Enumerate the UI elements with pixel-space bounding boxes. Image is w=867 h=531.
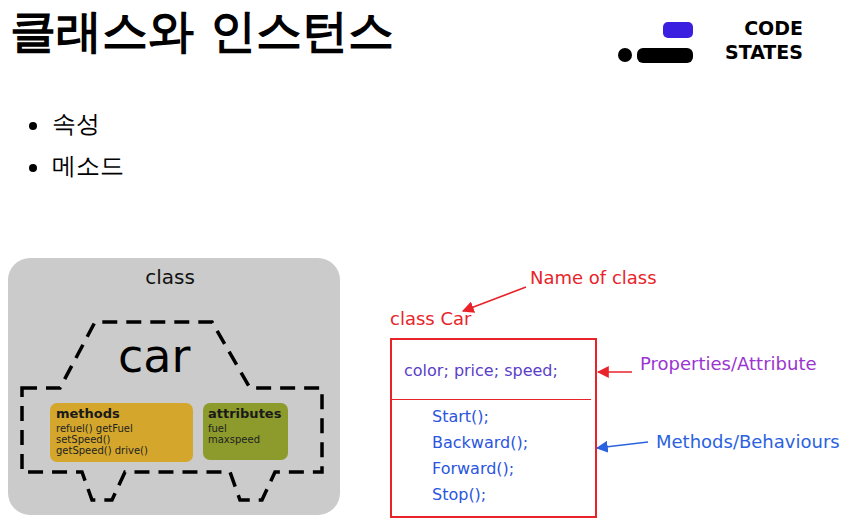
class-box: class Carcolor; price; speed;Start(); Ba… bbox=[390, 338, 597, 518]
logo-bar-purple bbox=[663, 22, 693, 38]
node-heading: car bbox=[118, 330, 190, 383]
callout-label: Properties/Attribute bbox=[640, 353, 817, 375]
logo-text: STATES bbox=[725, 41, 803, 64]
properties-band: color; price; speed; bbox=[392, 340, 591, 400]
node-heading: color; price; speed; bbox=[404, 362, 558, 380]
car-outline: car methodsrefuel() getFuel setSpeed() ge… bbox=[22, 318, 324, 504]
class-name-heading: class Car bbox=[390, 309, 471, 330]
methods-box: methodsrefuel() getFuel setSpeed() getSp… bbox=[50, 403, 193, 462]
class-panel: class car methodsrefuel() getFuel setSpeed… bbox=[8, 258, 340, 515]
page-title: 클래스와 인스턴스 bbox=[10, 2, 394, 60]
node-heading: attributes bbox=[208, 407, 281, 422]
node-heading: methods bbox=[56, 407, 120, 422]
car-outline-path bbox=[22, 322, 322, 500]
leader-arrow bbox=[597, 442, 648, 448]
leader-arrow bbox=[598, 371, 632, 373]
bullet-dot bbox=[29, 122, 37, 130]
attributes-box: attributesfuel maxspeed bbox=[203, 403, 288, 460]
logo-text: CODE bbox=[744, 17, 803, 40]
node-body: refuel() getFuel setSpeed() getSpeed() d… bbox=[56, 423, 168, 456]
node-body: fuel maxspeed bbox=[208, 423, 253, 445]
methods-band: Start(); Backward(); Forward(); Stop(); bbox=[392, 400, 591, 512]
bullet-text: 메소드 bbox=[52, 152, 124, 181]
logo-icon bbox=[618, 22, 693, 63]
node-heading: class bbox=[8, 266, 332, 289]
bullet-dot bbox=[29, 164, 37, 172]
logo-bar-black bbox=[637, 48, 693, 63]
callout-label: Name of class bbox=[530, 267, 657, 289]
leader-arrow bbox=[463, 287, 526, 311]
callout-label: Methods/Behaviours bbox=[656, 431, 840, 453]
bullet-text: 속성 bbox=[52, 110, 100, 139]
logo-dot bbox=[618, 48, 632, 62]
node-heading: Start(); Backward(); Forward(); Stop(); bbox=[432, 404, 536, 508]
